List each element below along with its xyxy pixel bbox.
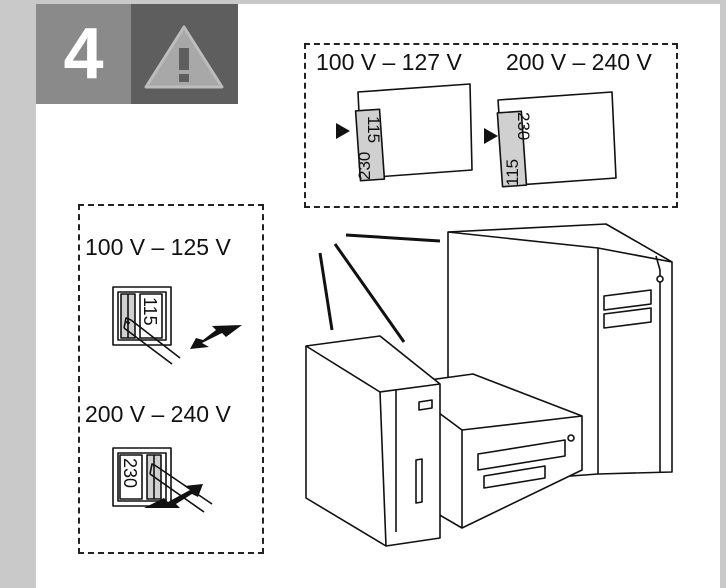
card-right-bottom-value: 115 (503, 159, 522, 186)
warning-badge (131, 4, 238, 104)
desktop-computer (399, 373, 583, 529)
step-number: 4 (36, 4, 131, 104)
arrow-marker-right (484, 128, 498, 144)
lower-voltage-label: 200 V – 240 V (85, 401, 231, 427)
voltage-card-panel (304, 43, 678, 208)
arrow-marker-left (336, 123, 350, 139)
warning-icon (144, 25, 224, 89)
card-left-top-value: 115 (364, 116, 383, 143)
sight-line-1 (345, 233, 441, 243)
upper-voltage-label: 100 V – 125 V (85, 234, 231, 260)
push-arrow-lower (144, 484, 203, 508)
card-right-top-value: 230 (514, 112, 533, 140)
lower-switch-value: 230 (120, 458, 140, 488)
sight-line-3 (318, 252, 334, 331)
top-left-voltage-label: 100 V – 127 V (316, 49, 462, 75)
voltage-switch-panel (78, 204, 264, 554)
upper-switch-value: 115 (140, 297, 160, 326)
voltage-card-right: 230 115 (496, 91, 617, 188)
sight-line-2 (333, 243, 406, 343)
voltage-switch-upper: 115 (112, 286, 181, 365)
push-arrow-upper (190, 325, 242, 349)
top-right-voltage-label: 200 V – 240 V (506, 49, 652, 75)
card-left-bottom-value: 230 (355, 152, 374, 180)
slim-tower-computer (305, 335, 441, 547)
voltage-switch-lower: 230 (112, 447, 213, 513)
voltage-card-left: 115 230 (354, 83, 473, 182)
